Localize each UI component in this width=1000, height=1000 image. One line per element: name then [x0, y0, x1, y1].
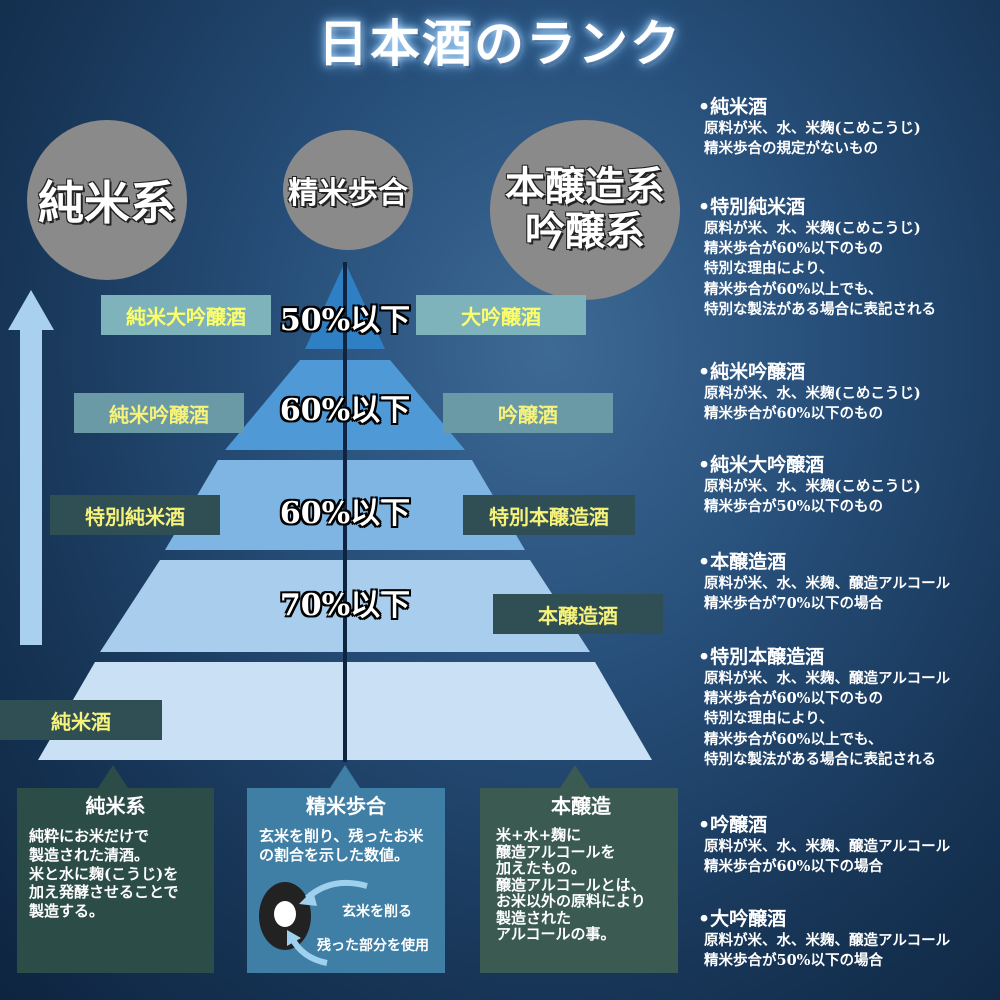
tier-3-percent: 60%以下	[279, 496, 411, 531]
up-arrow-icon	[8, 290, 54, 645]
definition-tokubetsu-honjozo: •特別本醸造酒 原料が米、水、米麹、醸造アルコール 精米歩合が60%以下のもの …	[698, 646, 950, 770]
definition-line: 精米歩合が60%以上でも、	[704, 730, 883, 748]
info-line: 玄米を削り、残ったお米	[259, 827, 424, 845]
definition-line: 精米歩合の規定がないもの	[704, 140, 878, 158]
definition-tokubetsu-junmai: •特別純米酒 原料が米、水、米麹(こめこうじ) 精米歩合が60%以下のもの 特別…	[698, 196, 936, 320]
page-title: 日本酒のランク	[318, 14, 682, 73]
definition-line: 原料が米、水、米麹(こめこうじ)	[704, 384, 921, 402]
polish-ratio-circle: 精米歩合	[283, 130, 413, 250]
tag-daiginjo: 大吟醸酒	[416, 295, 586, 335]
definition-line: 原料が米、水、米麹、醸造アルコール	[704, 837, 951, 855]
definition-line: 精米歩合が50%以下の場合	[704, 952, 883, 970]
definition-line: 精米歩合が60%以下のもの	[704, 240, 883, 258]
tag-tokubetsu-junmai: 特別純米酒	[50, 495, 220, 535]
definition-term: •純米大吟醸酒	[698, 454, 825, 476]
definition-line: 原料が米、水、米麹、醸造アルコール	[704, 931, 951, 949]
definition-line: 精米歩合が60%以下のもの	[704, 690, 883, 708]
polish-arrow-icon	[305, 879, 368, 901]
info-line: 加え発酵させることで	[29, 883, 179, 902]
definition-term: •吟醸酒	[698, 814, 768, 836]
pointer-left	[98, 765, 128, 788]
polished-rice-icon	[274, 901, 296, 927]
definition-junmai-ginjo: •純米吟醸酒 原料が米、水、米麹(こめこうじ) 精米歩合が60%以下のもの	[698, 361, 921, 424]
definition-line: 精米歩合が70%以下の場合	[704, 595, 883, 613]
definition-term: •純米酒	[698, 96, 768, 118]
info-box-heading: 本醸造	[551, 794, 611, 818]
info-line: 製造された	[496, 908, 572, 927]
info-box-heading: 純米系	[85, 794, 146, 818]
definition-line: 精米歩合が50%以下のもの	[704, 498, 883, 516]
info-line: 米と水に麹(こうじ)を	[29, 864, 179, 883]
info-line: 醸造アルコールとは、	[496, 875, 646, 894]
tag-junmai: 純米酒	[0, 700, 162, 740]
junmai-category-circle: 純米系	[27, 120, 187, 280]
info-line: 製造された清酒。	[29, 845, 150, 864]
definition-term: •特別純米酒	[698, 196, 806, 218]
definition-line: 原料が米、水、米麹、醸造アルコール	[704, 669, 951, 687]
rice-grain-illustration	[259, 879, 368, 966]
tag-junmai-daiginjo: 純米大吟醸酒	[101, 295, 271, 335]
definition-term: •純米吟醸酒	[698, 361, 806, 383]
definition-line: 原料が米、水、米麹、醸造アルコール	[704, 574, 951, 592]
used-annotation: 残った部分を使用	[317, 938, 429, 954]
pointer-right	[560, 765, 590, 788]
definition-line: 特別な製法がある場合に表記される	[704, 300, 936, 318]
info-line: 米+水+麹に	[496, 826, 582, 844]
definition-line: 精米歩合が60%以下の場合	[704, 858, 883, 876]
polish-annotation: 玄米を削る	[342, 904, 412, 920]
tier-1-percent: 50%以下	[279, 303, 411, 338]
info-box-polish-ratio: 精米歩合 玄米を削り、残ったお米 の割合を示した数値。 玄米を削る 残った部分を…	[247, 788, 445, 973]
definition-junmai: •純米酒 原料が米、水、米麹(こめこうじ) 精米歩合の規定がないもの	[698, 96, 921, 159]
tag-junmai-ginjo: 純米吟醸酒	[74, 393, 244, 433]
info-box-heading: 精米歩合	[306, 794, 386, 818]
definition-line: 原料が米、水、米麹(こめこうじ)	[704, 477, 921, 495]
info-line: 加えたもの。	[496, 859, 587, 877]
definition-line: 特別な製法がある場合に表記される	[704, 750, 936, 768]
info-line: 純粋にお米だけで	[29, 827, 150, 845]
definition-daiginjo: •大吟醸酒 原料が米、水、米麹、醸造アルコール 精米歩合が50%以下の場合	[698, 908, 950, 971]
tier-4-percent: 70%以下	[279, 588, 411, 623]
info-line: 製造する。	[29, 902, 105, 920]
definition-honjozo: •本醸造酒 原料が米、水、米麹、醸造アルコール 精米歩合が70%以下の場合	[698, 551, 950, 614]
definition-line: 精米歩合が60%以下のもの	[704, 405, 883, 423]
honjozo-ginjo-category-circle: 本醸造系 吟醸系	[490, 120, 680, 300]
definition-junmai-daiginjo: •純米大吟醸酒 原料が米、水、米麹(こめこうじ) 精米歩合が50%以下のもの	[698, 454, 921, 517]
pyramid-divider	[343, 262, 347, 762]
definition-line: 原料が米、水、米麹(こめこうじ)	[704, 219, 921, 237]
info-line: 醸造アルコールを	[496, 842, 616, 861]
info-box-junmai: 純米系 純粋にお米だけで 製造された清酒。 米と水に麹(こうじ)を 加え発酵させ…	[17, 788, 214, 973]
definition-line: 特別な理由により、	[704, 710, 834, 728]
definition-line: 特別な理由により、	[704, 260, 834, 278]
info-line: お米以外の原料により	[496, 892, 646, 910]
tag-tokubetsu-honjozo: 特別本醸造酒	[463, 495, 635, 535]
tag-ginjo: 吟醸酒	[443, 393, 613, 433]
definition-line: 原料が米、水、米麹(こめこうじ)	[704, 119, 921, 137]
info-box-honjozo: 本醸造 米+水+麹に 醸造アルコールを 加えたもの。 醸造アルコールとは、 お米…	[480, 788, 678, 973]
tag-honjozo: 本醸造酒	[493, 594, 663, 634]
definition-ginjo: •吟醸酒 原料が米、水、米麹、醸造アルコール 精米歩合が60%以下の場合	[698, 814, 950, 877]
info-line: の割合を示した数値。	[259, 845, 410, 864]
definition-line: 精米歩合が60%以上でも、	[704, 280, 883, 298]
info-line: アルコールの事。	[496, 925, 616, 943]
definition-term: •特別本醸造酒	[698, 646, 825, 668]
tier-2-percent: 60%以下	[279, 393, 411, 428]
definition-term: •本醸造酒	[698, 551, 787, 573]
definition-term: •大吟醸酒	[698, 908, 787, 930]
pointer-mid	[330, 765, 360, 788]
